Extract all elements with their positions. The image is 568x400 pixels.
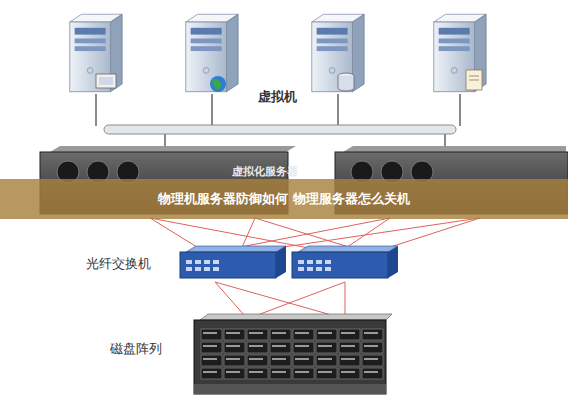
band-text: 物理机服务器防御如何 物理服务器怎么关机 [158,190,410,208]
part-label: 光纤交换机 [86,255,151,273]
part-label: 虚拟机 [258,88,297,106]
part-label: 虚拟化服务器 [232,164,298,179]
title-band: 物理机服务器防御如何 物理服务器怎么关机 [0,179,568,219]
part-label: 磁盘阵列 [110,340,162,358]
